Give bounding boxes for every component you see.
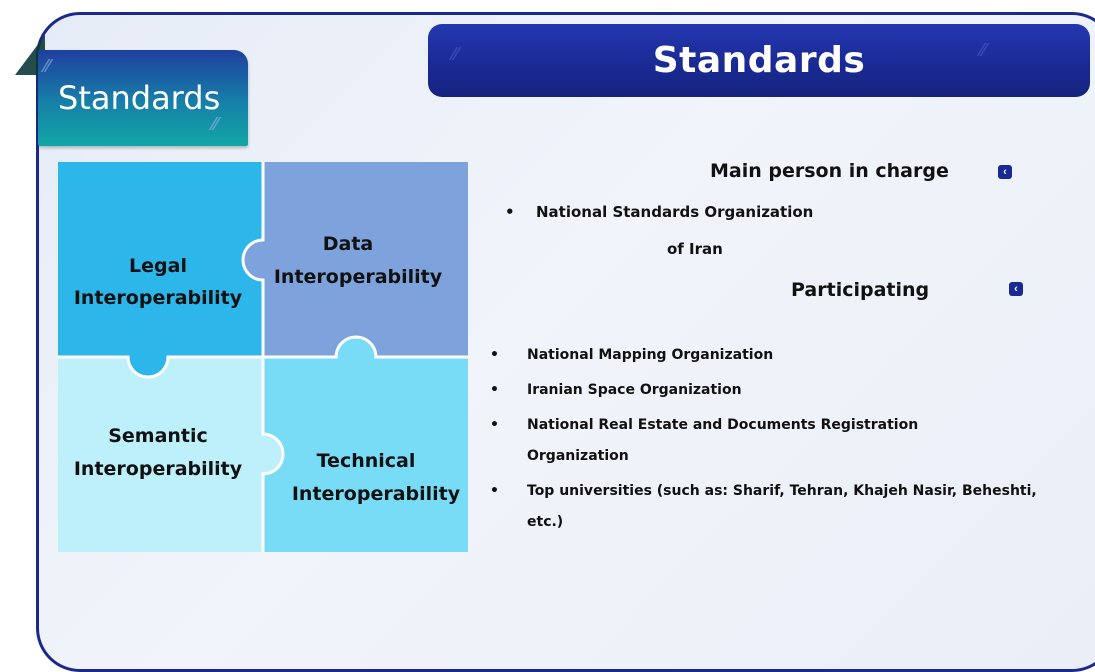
puzzle-label-semantic-2: Interoperability [74,458,243,480]
list-item: • National Real Estate and Documents Regi… [490,410,997,472]
participant-name: National Mapping Organization [527,347,774,363]
participants-list: • National Mapping Organization • Iranian … [490,340,1050,542]
decor-mark-icon: ⁄⁄ [212,114,219,134]
decor-mark-icon: ⁄⁄ [980,40,987,60]
bullet-icon: • [490,382,499,398]
puzzle-piece-technical [263,337,468,552]
bullet-icon: • [490,347,499,363]
participant-name: National Real Estate and Documents Regis… [527,417,919,464]
bullet-icon: • [505,203,515,221]
bullet-icon: • [490,417,499,433]
nav-left-icon[interactable]: ‹ [1009,282,1023,296]
puzzle-label-semantic-1: Semantic [108,425,208,447]
puzzle-label-technical-1: Technical [317,450,416,472]
main-org-line2: of Iran [667,240,723,258]
main-person-heading: Main person in charge [710,160,949,182]
list-item: • Iranian Space Organization [490,375,1050,406]
page-title: Standards [652,40,866,81]
section-tab-label: Standards [58,79,221,117]
decor-mark-icon: ⁄⁄ [452,44,459,64]
nav-left-icon[interactable]: ‹ [998,165,1012,179]
puzzle-label-legal-1: Legal [129,255,187,277]
puzzle-piece-legal [58,162,263,377]
interoperability-puzzle: Legal Interoperability Data Interoperabi… [58,162,468,552]
puzzle-label-data-1: Data [323,233,374,255]
participant-name: Top universities (such as: Sharif, Tehra… [527,483,1037,530]
main-org-line1: National Standards Organization [536,203,814,221]
puzzle-piece-semantic [58,357,283,552]
list-item: • National Mapping Organization [490,340,1050,371]
puzzle-label-technical-2: Interoperability [292,483,461,505]
list-item: • Top universities (such as: Sharif, Tehr… [490,476,1057,538]
bullet-icon: • [490,483,499,499]
title-banner: Standards [428,24,1090,97]
decor-mark-icon: ⁄⁄ [44,56,51,76]
participating-heading: Participating [791,279,930,301]
puzzle-label-data-2: Interoperability [274,266,443,288]
participant-name: Iranian Space Organization [527,382,742,398]
section-tab: Standards [38,50,248,146]
puzzle-label-legal-2: Interoperability [74,287,243,309]
puzzle-piece-data [243,162,468,357]
